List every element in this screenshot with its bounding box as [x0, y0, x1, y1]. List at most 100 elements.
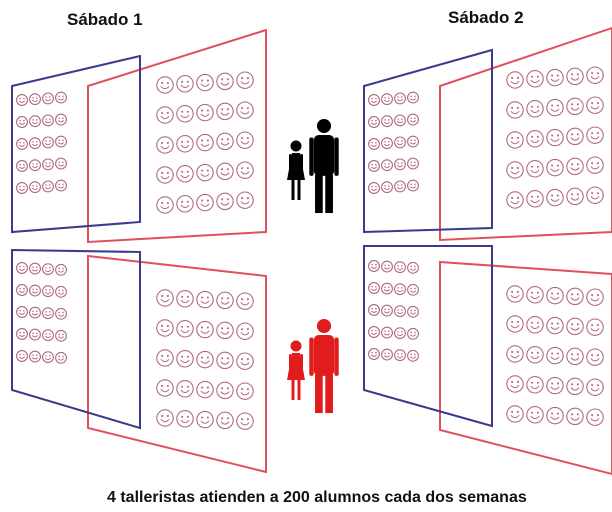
smiley-face-icon	[55, 157, 67, 170]
smiley-face-icon	[42, 92, 54, 105]
sabado-2-bottom-group	[363, 245, 612, 476]
smiley-face-icon	[566, 97, 584, 116]
smiley-face-icon	[506, 345, 524, 363]
caption: 4 talleristas atienden a 200 alumnos cad…	[107, 489, 527, 506]
small-classroom-panel	[363, 245, 493, 428]
smiley-face-icon	[42, 136, 54, 149]
smiley-face-icon	[196, 73, 214, 92]
smiley-face-icon	[526, 70, 544, 88]
small-classroom-students	[368, 91, 419, 194]
smiley-face-icon	[16, 350, 28, 362]
smiley-face-icon	[546, 128, 564, 147]
smiley-face-icon	[176, 380, 194, 398]
smiley-face-icon	[546, 346, 564, 365]
smiley-face-icon	[586, 318, 604, 336]
sabado-1-bottom-group	[11, 248, 267, 474]
smiley-face-icon	[407, 179, 419, 192]
smiley-face-icon	[407, 91, 419, 104]
smiley-face-icon	[55, 285, 67, 298]
smiley-face-icon	[216, 102, 234, 121]
smiley-face-icon	[586, 288, 604, 306]
smiley-face-icon	[29, 262, 41, 275]
smiley-face-icon	[368, 348, 380, 360]
sabado-2-top-group	[363, 26, 612, 242]
smiley-face-icon	[407, 113, 419, 126]
smiley-face-icon	[526, 130, 544, 148]
large-classroom-panel	[439, 26, 612, 242]
large-classroom-panel	[87, 28, 267, 244]
smiley-face-icon	[566, 347, 584, 366]
smiley-face-icon	[216, 321, 234, 340]
smiley-face-icon	[368, 326, 380, 338]
title-sabado-1: Sábado 1	[67, 10, 143, 29]
smiley-face-icon	[216, 192, 234, 211]
smiley-face-icon	[506, 375, 524, 393]
large-classroom-students	[506, 285, 604, 426]
smiley-face-icon	[216, 411, 234, 430]
smiley-face-icon	[42, 351, 54, 364]
smiley-face-icon	[16, 138, 28, 150]
smiley-face-icon	[55, 91, 67, 104]
smiley-face-icon	[526, 190, 544, 208]
smiley-face-icon	[566, 317, 584, 336]
smiley-face-icon	[394, 261, 406, 274]
large-classroom-students	[156, 289, 254, 430]
smiley-face-icon	[156, 379, 174, 397]
smiley-face-icon	[236, 412, 254, 430]
smiley-face-icon	[368, 138, 380, 150]
smiley-face-icon	[156, 136, 174, 154]
smiley-face-icon	[55, 113, 67, 126]
smiley-face-icon	[236, 131, 254, 149]
smiley-face-icon	[368, 182, 380, 194]
sabado-1-top-group	[11, 28, 267, 244]
smiley-face-icon	[506, 71, 524, 89]
smiley-face-icon	[586, 66, 604, 84]
small-classroom-panel	[11, 54, 141, 234]
man-figure-icon	[309, 318, 339, 414]
smiley-face-icon	[16, 262, 28, 274]
smiley-face-icon	[236, 101, 254, 119]
smiley-face-icon	[381, 137, 393, 150]
smiley-face-icon	[55, 179, 67, 192]
smiley-face-icon	[216, 291, 234, 310]
smiley-face-icon	[407, 283, 419, 296]
smiley-face-icon	[55, 329, 67, 342]
smiley-face-icon	[526, 376, 544, 394]
smiley-face-icon	[546, 188, 564, 207]
smiley-face-icon	[566, 287, 584, 306]
smiley-face-icon	[566, 187, 584, 206]
smiley-face-icon	[156, 349, 174, 367]
smiley-face-icon	[236, 71, 254, 89]
smiley-face-icon	[16, 182, 28, 194]
smiley-face-icon	[381, 93, 393, 106]
smiley-face-icon	[42, 180, 54, 193]
man-figure-icon	[309, 118, 339, 214]
smiley-face-icon	[29, 93, 41, 106]
smiley-face-icon	[407, 327, 419, 340]
smiley-face-icon	[29, 115, 41, 128]
smiley-face-icon	[29, 284, 41, 297]
smiley-face-icon	[394, 349, 406, 362]
smiley-face-icon	[526, 406, 544, 424]
smiley-face-icon	[196, 320, 214, 339]
smiley-face-icon	[16, 284, 28, 296]
smiley-face-icon	[381, 260, 393, 273]
smiley-face-icon	[381, 181, 393, 194]
smiley-face-icon	[156, 166, 174, 184]
smiley-face-icon	[407, 261, 419, 274]
smiley-face-icon	[196, 163, 214, 182]
smiley-face-icon	[42, 158, 54, 171]
smiley-face-icon	[29, 137, 41, 150]
large-classroom-students	[506, 66, 604, 209]
smiley-face-icon	[546, 376, 564, 395]
smiley-face-icon	[407, 135, 419, 148]
smiley-face-icon	[586, 378, 604, 396]
smiley-face-icon	[216, 132, 234, 151]
smiley-face-icon	[368, 260, 380, 272]
smiley-face-icon	[16, 306, 28, 318]
large-classroom-panel	[439, 260, 612, 476]
smiley-face-icon	[29, 159, 41, 172]
smiley-face-icon	[506, 161, 524, 179]
smiley-face-icon	[526, 316, 544, 334]
